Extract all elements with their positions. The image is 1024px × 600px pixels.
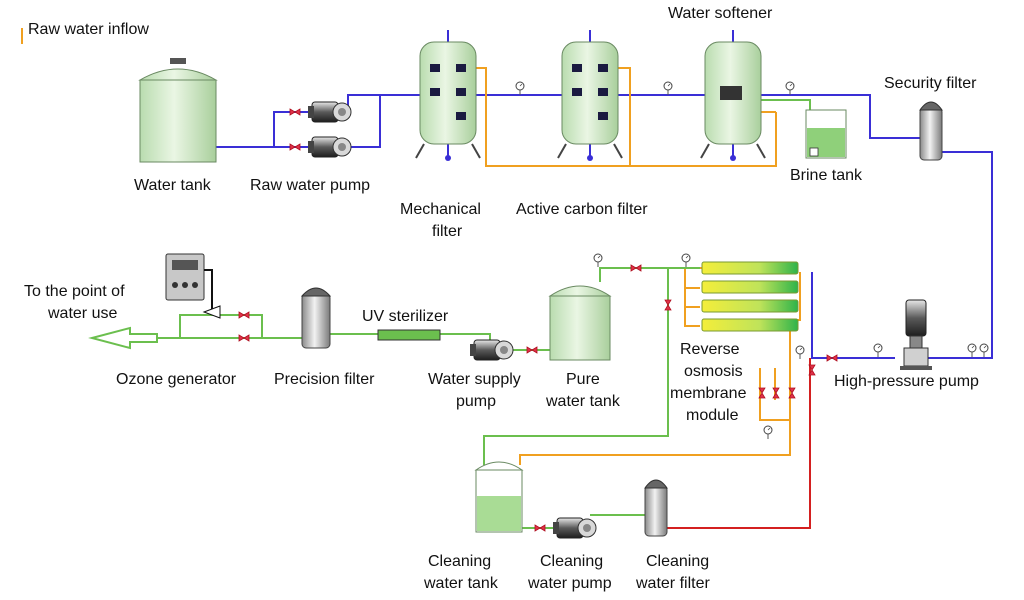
water-supply-pump-icon <box>469 339 514 361</box>
pressure-gauge-icon <box>785 81 795 96</box>
label-high-pressure-pump: High-pressure pump <box>834 373 979 390</box>
label-ozone-generator: Ozone generator <box>116 371 237 388</box>
carbon-drain-line <box>618 67 631 166</box>
tank-to-pump-line <box>216 111 318 148</box>
label-raw-water-inflow: Raw water inflow <box>28 21 149 38</box>
valve-icon <box>772 387 780 399</box>
valve-icon <box>289 108 301 116</box>
label-cleaning-water-filter-2: water filter <box>635 575 710 592</box>
pressure-gauge-icon <box>763 425 773 440</box>
label-uv-sterilizer: UV sterilizer <box>362 308 449 325</box>
pump-discharge-line <box>347 94 920 139</box>
security-filter <box>919 101 943 161</box>
ro-concentrate-line <box>519 272 801 465</box>
high-pressure-pump <box>900 299 932 370</box>
label-ro-module-1: Reverse <box>680 341 740 358</box>
ro-membrane-module <box>701 261 799 332</box>
label-cleaning-water-filter-1: Cleaning <box>646 553 709 570</box>
outlet-arrow <box>88 326 158 350</box>
label-precision-filter: Precision filter <box>274 371 375 388</box>
label-water-tank: Water tank <box>134 177 212 194</box>
cleaning-water-pump-icon <box>552 517 597 539</box>
backwash-drain-line <box>476 67 777 167</box>
label-ro-module-4: module <box>686 407 739 424</box>
ozone-bypass-line <box>179 314 263 338</box>
ro-drain-loop <box>759 368 790 421</box>
label-cleaning-water-tank-2: water tank <box>423 575 499 592</box>
label-cleaning-water-pump-2: water pump <box>527 575 612 592</box>
water-softener <box>700 41 766 161</box>
brine-tank <box>805 109 847 159</box>
water-tank <box>138 58 218 163</box>
label-to-point-of-use-2: water use <box>47 305 117 322</box>
raw-water-pump-1-icon <box>307 101 352 123</box>
security-to-hp-line <box>915 151 993 359</box>
active-carbon-filter <box>557 41 623 161</box>
label-active-carbon-filter: Active carbon filter <box>516 201 648 218</box>
label-cleaning-water-tank-1: Cleaning <box>428 553 491 570</box>
label-raw-water-pump: Raw water pump <box>250 177 370 194</box>
ozone-generator <box>165 253 221 319</box>
label-to-point-of-use-1: To the point of <box>24 283 125 300</box>
label-pure-water-tank-1: Pure <box>566 371 600 388</box>
valve-icon <box>289 143 301 151</box>
label-ro-module-2: osmosis <box>684 363 743 380</box>
valve-icon <box>526 346 538 354</box>
pressure-gauge-icon <box>967 343 977 358</box>
valve-icon <box>630 264 642 272</box>
label-mechanical-filter-2: filter <box>432 223 463 240</box>
raw-water-pump-2-icon <box>307 136 352 158</box>
hp-to-ro-line <box>811 272 895 359</box>
label-water-softener: Water softener <box>668 5 773 22</box>
valve-icon <box>664 299 672 311</box>
cleaning-return-line <box>665 358 811 529</box>
mechanical-filter <box>415 41 481 161</box>
precision-filter <box>300 287 332 349</box>
ro-product-to-cleaning <box>483 268 669 465</box>
valve-icon <box>534 524 546 532</box>
pressure-gauge-icon <box>593 253 603 268</box>
label-brine-tank: Brine tank <box>790 167 863 184</box>
cleaning-water-filter <box>644 479 668 537</box>
cleaning-water-tank <box>474 461 524 533</box>
ro-inlet-manifold <box>684 267 702 327</box>
pressure-gauge-icon <box>681 253 691 268</box>
label-pure-water-tank-2: water tank <box>545 393 621 410</box>
pressure-gauge-icon <box>663 81 673 96</box>
valve-icon <box>826 354 838 362</box>
valve-icon <box>238 334 250 342</box>
ro-product-line <box>599 267 700 282</box>
uv-sterilizer <box>377 329 441 341</box>
pressure-gauge-icon <box>515 81 525 96</box>
pure-water-tank <box>548 285 612 361</box>
label-cleaning-water-pump-1: Cleaning <box>540 553 603 570</box>
pump2-discharge-line <box>348 95 381 148</box>
valve-icon <box>238 311 250 319</box>
pressure-gauge-icon <box>795 345 805 360</box>
label-water-supply-pump-2: pump <box>456 393 496 410</box>
pressure-gauge-icon <box>979 343 989 358</box>
label-mechanical-filter-1: Mechanical <box>400 201 481 218</box>
label-ro-module-3: membrane <box>670 385 747 402</box>
pressure-gauge-icon <box>873 343 883 358</box>
brine-line <box>760 99 811 118</box>
label-water-supply-pump-1: Water supply <box>428 371 521 388</box>
label-security-filter: Security filter <box>884 75 977 92</box>
